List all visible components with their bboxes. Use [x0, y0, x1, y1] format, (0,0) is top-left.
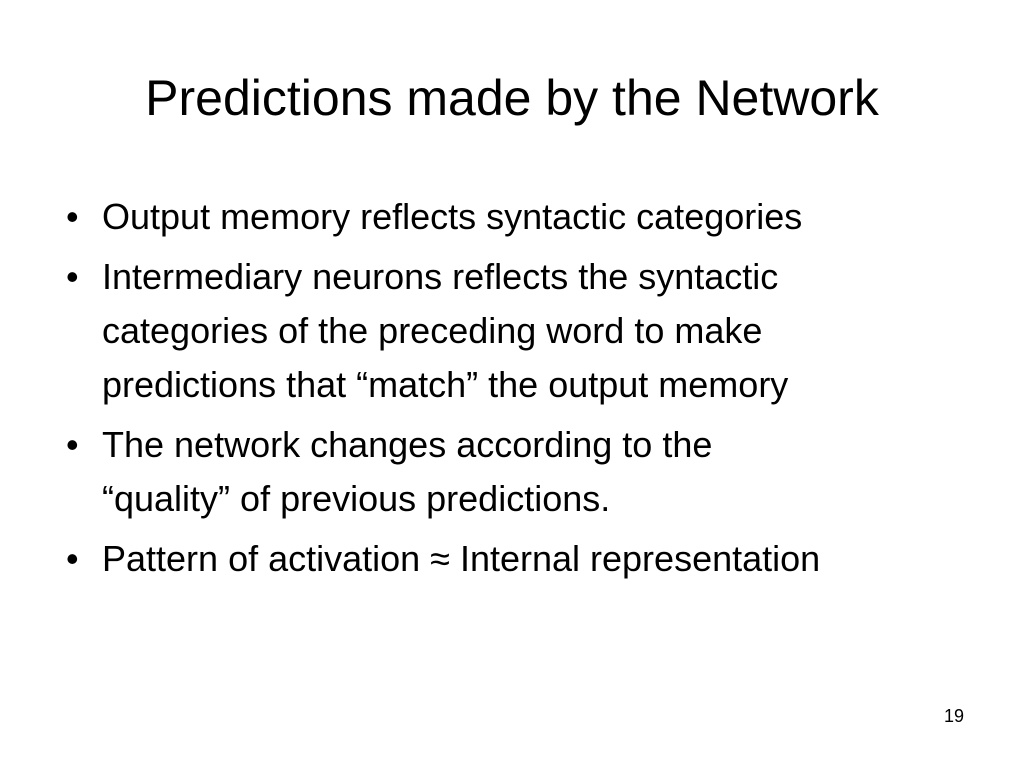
- bullet-list: • Output memory reflects syntactic categ…: [58, 190, 978, 592]
- bullet-item: • Output memory reflects syntactic categ…: [58, 190, 978, 244]
- bullet-text-line: Output memory reflects syntactic categor…: [102, 196, 803, 237]
- bullet-text-line: predictions that “match” the output memo…: [102, 364, 789, 405]
- bullet-text-line: The network changes according to the: [102, 424, 713, 465]
- bullet-marker: •: [66, 256, 79, 297]
- bullet-item: • The network changes according to the “…: [58, 418, 978, 526]
- bullet-text-line: categories of the preceding word to make: [102, 310, 763, 351]
- bullet-marker: •: [66, 196, 79, 237]
- page-number: 19: [943, 706, 964, 726]
- bullet-item: • Pattern of activation ≈ Internal repre…: [58, 532, 978, 586]
- bullet-text-line: Intermediary neurons reflects the syntac…: [102, 256, 779, 297]
- slide-title: Predictions made by the Network: [145, 70, 879, 126]
- bullet-text-line: “quality” of previous predictions.: [102, 478, 611, 519]
- bullet-item: • Intermediary neurons reflects the synt…: [58, 250, 978, 412]
- bullet-text-line: Pattern of activation ≈ Internal represe…: [102, 538, 821, 579]
- bullet-marker: •: [66, 424, 79, 465]
- bullet-marker: •: [66, 538, 79, 579]
